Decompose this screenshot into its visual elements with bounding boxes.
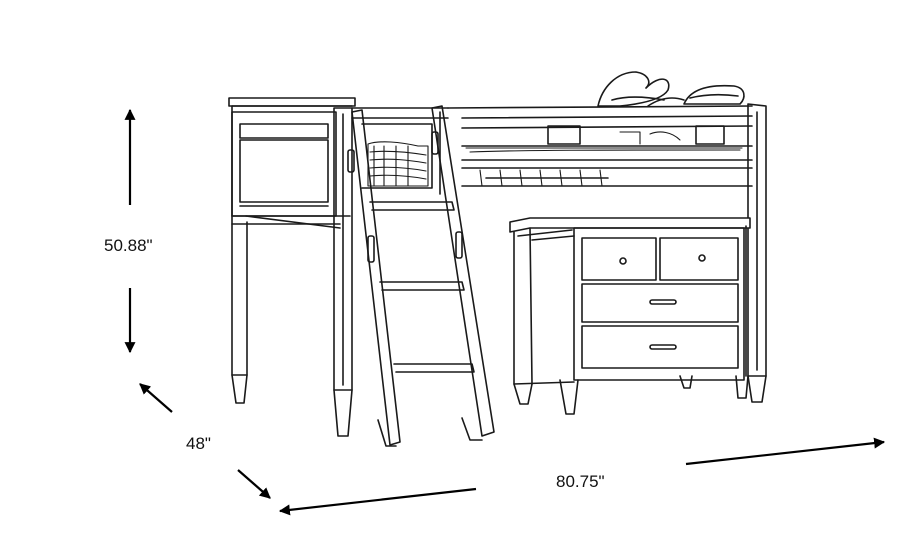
depth-dimension-label: 48" [186,434,211,453]
left-headboard [228,97,356,229]
bedding-left [367,141,429,187]
bed-ladder [347,105,495,447]
width-dimension-label: 80.75" [556,472,605,491]
pillows [597,71,745,107]
front-guard-rail-right [447,105,753,187]
width-arrow-right [685,437,886,466]
left-rear-leg [231,105,248,404]
depth-arrow-front [237,469,271,499]
dresser [509,217,751,415]
right-front-post [747,103,767,403]
height-dimension-label: 50.88" [104,236,153,255]
depth-dimension-arrows [139,383,271,499]
width-arrow-left [278,487,477,516]
depth-arrow-back [139,383,173,413]
loft-bed-illustration [228,71,767,447]
width-dimension-arrows [278,437,886,516]
bedding-right [465,131,743,187]
